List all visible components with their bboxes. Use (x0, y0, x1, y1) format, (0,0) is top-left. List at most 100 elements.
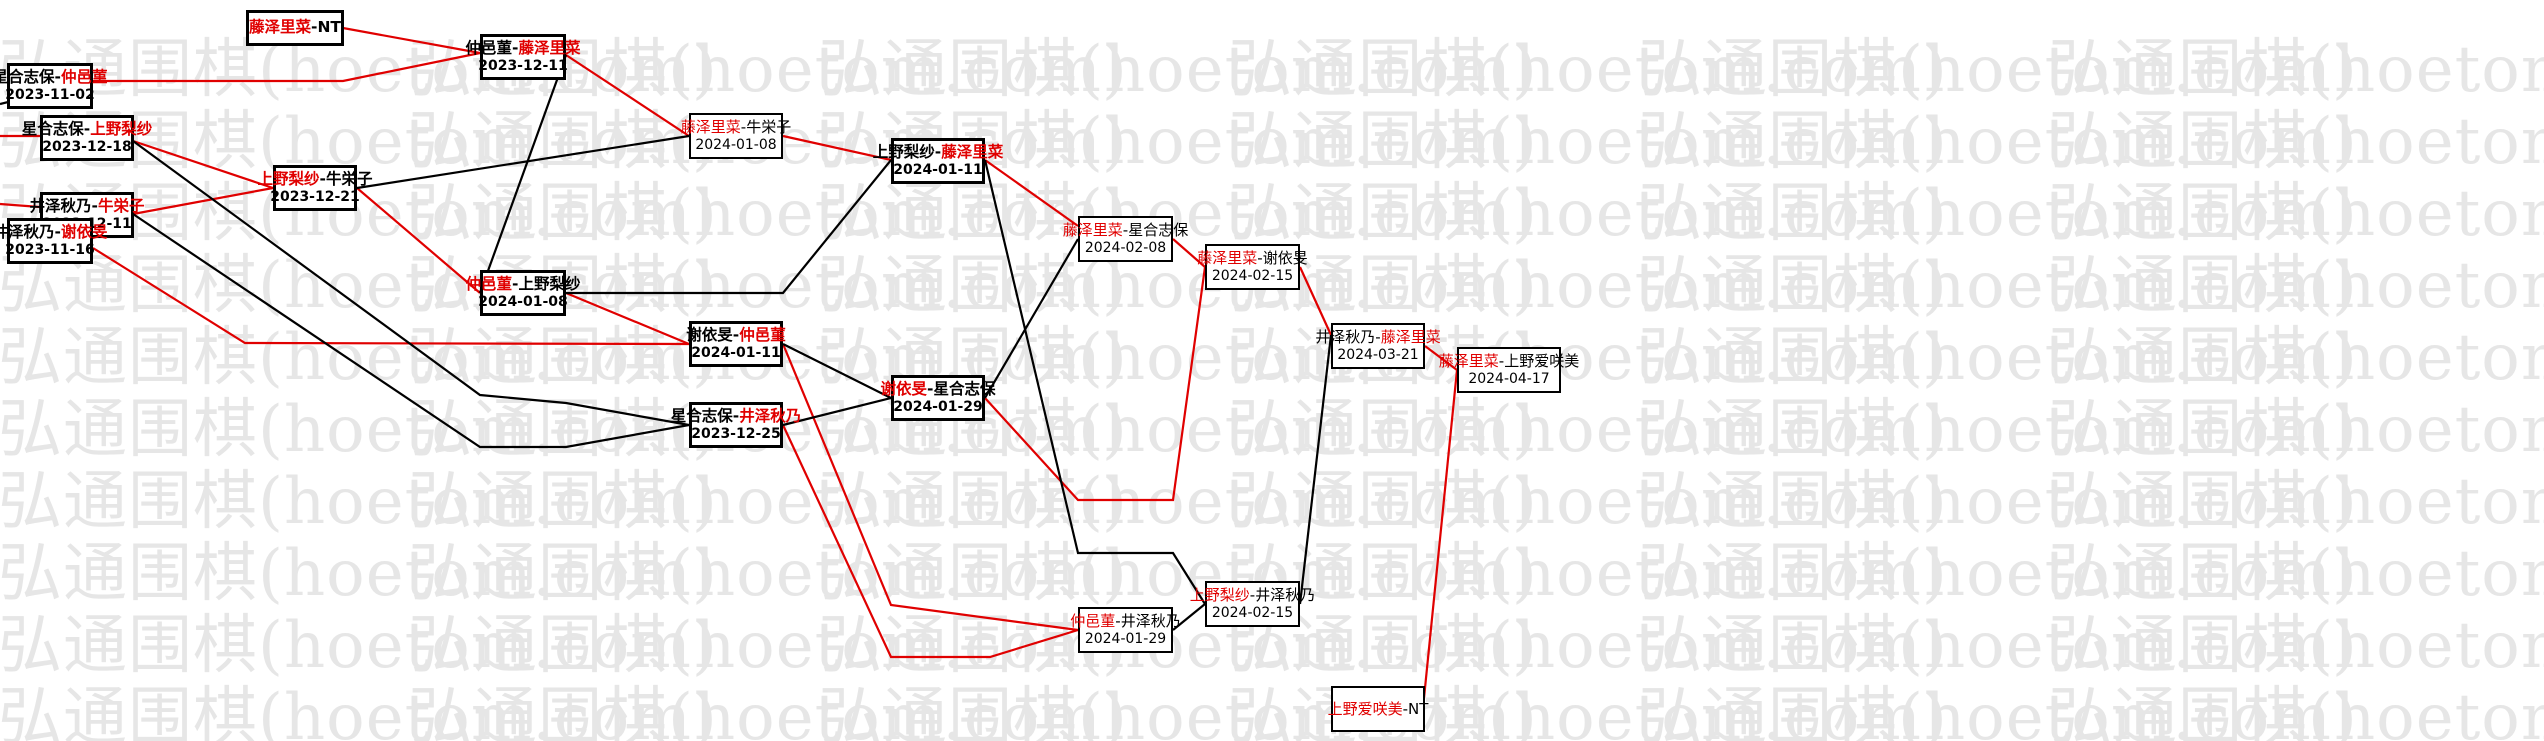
edge (1421, 369, 1459, 709)
player-name: 牛栄子 (325, 169, 373, 188)
separator: - (1375, 327, 1381, 346)
match-players: 星合志保-井泽秋乃 (671, 407, 801, 426)
player-name: 井泽秋乃 (29, 196, 92, 215)
edge (93, 51, 481, 83)
match-players: 藤泽里菜-上野爱咲美 (1439, 352, 1579, 371)
match-node[interactable]: 藤泽里菜-NT (246, 10, 344, 46)
edge (984, 238, 1079, 399)
edge (565, 291, 690, 346)
separator: - (311, 18, 318, 37)
separator: - (1249, 585, 1256, 604)
player-name: 上野梨纱 (872, 142, 935, 161)
player-name: 星合志保 (21, 119, 84, 138)
separator: - (54, 222, 61, 241)
separator: - (1402, 699, 1409, 718)
separator: - (927, 379, 934, 398)
match-players: 藤泽里菜-星合志保 (1063, 221, 1188, 240)
match-date: 2023-11-16 (5, 241, 95, 258)
separator: - (732, 406, 740, 425)
player-name: 星合志保 (670, 406, 733, 425)
player-name: NT (1408, 699, 1429, 718)
match-players: 谢依旻-仲邑菫 (686, 326, 785, 345)
edge (782, 134, 892, 162)
edge (782, 396, 892, 427)
player-name: 仲邑菫 (465, 38, 513, 57)
separator: - (512, 274, 519, 293)
match-players: 藤泽里菜-NT (249, 18, 341, 37)
match-players: 上野梨纱-藤泽里菜 (873, 143, 1003, 162)
match-date: 2024-02-15 (1211, 604, 1294, 621)
separator: - (1257, 248, 1263, 267)
edge (1172, 603, 1206, 631)
player-name: 牛栄子 (746, 117, 792, 136)
separator: - (934, 142, 942, 161)
player-name: 仲邑菫 (739, 325, 786, 344)
edge (132, 186, 274, 216)
edge (132, 139, 274, 190)
separator: - (1498, 351, 1505, 370)
player-name: 上野梨纱 (1189, 585, 1250, 604)
separator: - (512, 38, 519, 57)
match-players: 藤泽里菜-牛栄子 (681, 118, 791, 137)
edge (1298, 334, 1333, 605)
player-name: 井泽秋乃 (0, 222, 55, 241)
match-players: 井泽秋乃-藤泽里菜 (1315, 328, 1440, 347)
match-date: 2024-04-17 (1468, 370, 1550, 387)
match-players: 上野梨纱-牛栄子 (258, 170, 373, 189)
match-date: 2024-01-11 (893, 161, 983, 178)
player-name: 井泽秋乃 (1120, 611, 1181, 630)
match-date: 2024-02-08 (1084, 239, 1167, 256)
player-name: 仲邑菫 (465, 274, 513, 293)
match-date: 2023-11-02 (5, 86, 95, 103)
edge (566, 159, 892, 295)
edge (1172, 238, 1206, 268)
match-date: 2023-12-25 (691, 425, 781, 442)
player-name: 谢依旻 (880, 379, 928, 398)
player-name: 藤泽里菜 (680, 117, 741, 136)
player-name: 星合志保 (0, 67, 55, 86)
edge (1424, 345, 1458, 371)
match-date: 2023-12-18 (42, 138, 132, 155)
separator: - (319, 169, 326, 188)
match-players: 上野爱咲美-NT (1328, 700, 1429, 719)
edge (565, 54, 690, 137)
match-players: 上野梨纱-井泽秋乃 (1190, 586, 1315, 605)
edge (984, 159, 1079, 227)
match-date: 2024-01-29 (1084, 630, 1167, 647)
match-date: 2024-01-11 (691, 344, 781, 361)
edge (342, 26, 481, 55)
player-name: 谢依旻 (686, 325, 733, 344)
player-name: 井泽秋乃 (739, 406, 802, 425)
edge (478, 54, 568, 294)
player-name: 井泽秋乃 (1255, 585, 1316, 604)
match-node[interactable]: 上野爱咲美-NT (1328, 686, 1428, 732)
separator: - (1122, 220, 1129, 239)
match-players: 谢依旻-星合志保 (881, 380, 996, 399)
match-date: 2023-12-21 (270, 188, 360, 205)
match-players: 仲邑菫-藤泽里菜 (466, 39, 581, 58)
separator: - (1115, 611, 1121, 630)
player-name: 牛栄子 (97, 196, 145, 215)
separator: - (83, 119, 91, 138)
match-players: 井泽秋乃-谢依旻 (0, 223, 107, 242)
match-players: 星合志保-仲邑菫 (0, 68, 107, 87)
match-players: 仲邑菫-井泽秋乃 (1070, 612, 1180, 631)
